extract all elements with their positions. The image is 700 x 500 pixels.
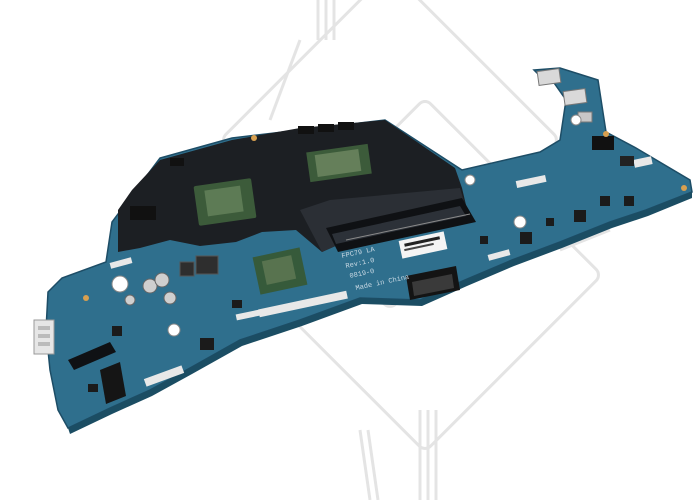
smd-components [88,196,634,392]
ram-slot [326,198,476,252]
pch-chip [252,247,308,295]
m2-slot [68,342,126,404]
usb-ports [536,67,634,166]
board-label-sticker [398,231,448,259]
capacitors [83,114,687,337]
battery-connector [406,266,460,300]
pcb-shadow-edge [68,192,692,434]
left-white-connector [33,319,55,355]
ribbon-connectors [109,156,653,387]
memory-chips [130,122,354,220]
gpu-chip [193,178,257,226]
cpu-chip [306,143,372,183]
